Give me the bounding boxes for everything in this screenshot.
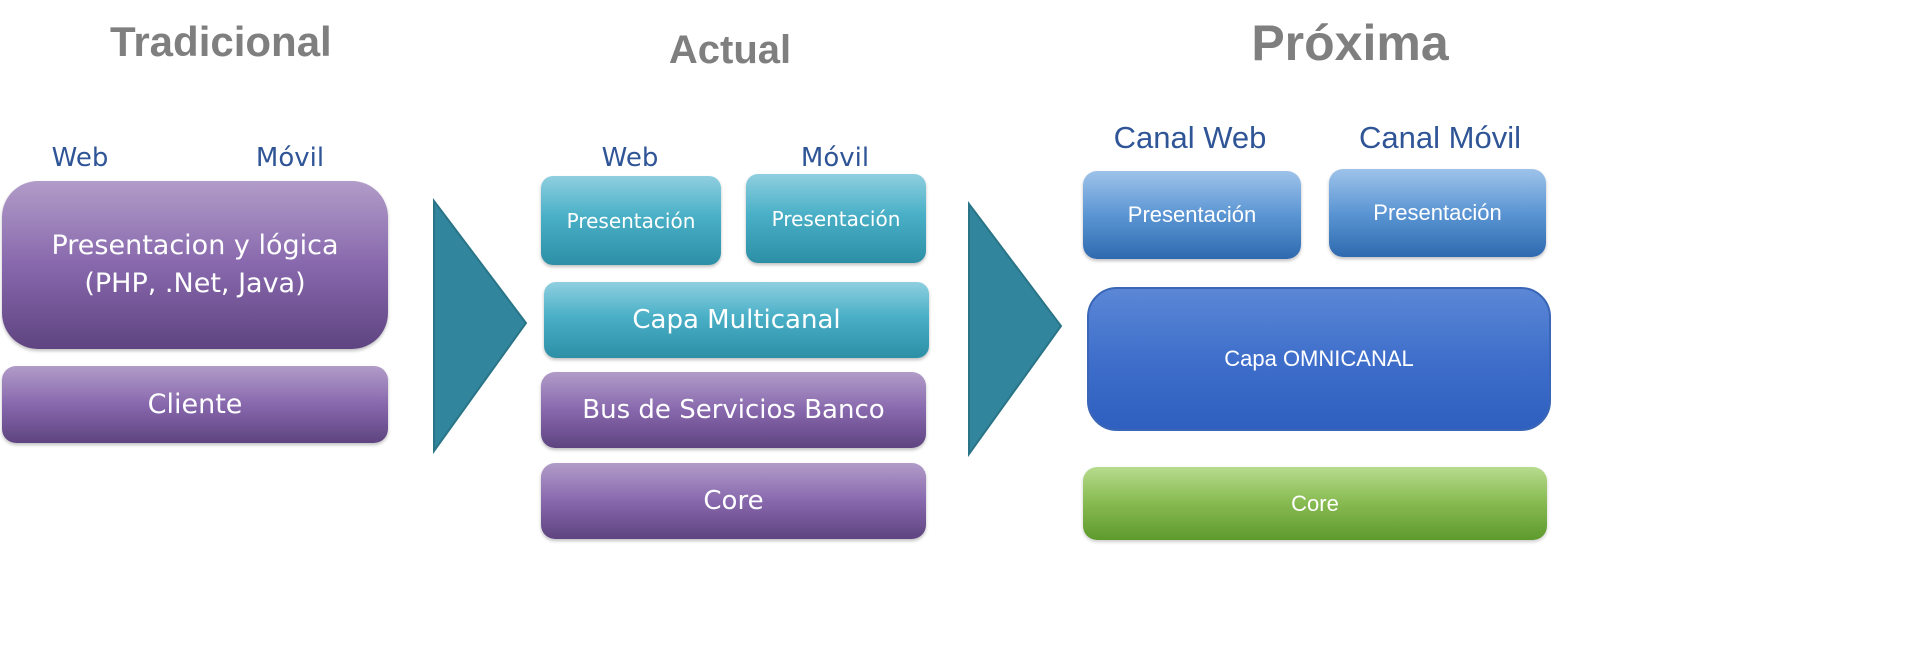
presentacion-movil-label-actual: Presentación bbox=[771, 206, 901, 231]
capa-omnicanal-box: Capa OMNICANAL bbox=[1087, 287, 1551, 431]
presentacion-web-label-actual: Presentación bbox=[566, 208, 696, 233]
core-label-actual: Core bbox=[703, 486, 764, 516]
capa-multicanal-label: Capa Multicanal bbox=[632, 305, 841, 335]
arrow-tradicional-to-actual bbox=[433, 198, 528, 455]
arrow-shape-2 bbox=[968, 201, 1063, 458]
bus-servicios-box: Bus de Servicios Banco bbox=[541, 372, 926, 448]
title-proxima: Próxima bbox=[1251, 15, 1449, 71]
arrow-actual-to-proxima bbox=[968, 201, 1063, 458]
core-box-actual: Core bbox=[541, 463, 926, 539]
capa-omnicanal-label: Capa OMNICANAL bbox=[1224, 346, 1414, 371]
bus-servicios-label: Bus de Servicios Banco bbox=[582, 395, 885, 425]
cliente-label: Cliente bbox=[147, 389, 243, 420]
label-movil-tradicional: Móvil bbox=[255, 143, 325, 173]
presentacion-movil-label-proxima: Presentación bbox=[1373, 200, 1502, 225]
label-web-tradicional: Web bbox=[51, 143, 109, 173]
title-tradicional: Tradicional bbox=[110, 18, 332, 65]
title-actual: Actual bbox=[668, 28, 792, 72]
core-label-proxima: Core bbox=[1291, 490, 1339, 516]
capa-multicanal-box: Capa Multicanal bbox=[544, 282, 929, 358]
presentacion-movil-box-proxima: Presentación bbox=[1329, 169, 1546, 257]
label-canal-movil: Canal Móvil bbox=[1359, 120, 1521, 155]
cliente-box: Cliente bbox=[2, 366, 388, 443]
presentacion-movil-box-actual: Presentación bbox=[746, 174, 926, 263]
presentation-logic-box: Presentacion y lógica (PHP, .Net, Java) bbox=[2, 181, 388, 349]
label-canal-web: Canal Web bbox=[1113, 120, 1267, 155]
presentacion-web-box-actual: Presentación bbox=[541, 176, 721, 265]
label-movil-actual: Móvil bbox=[800, 143, 870, 173]
presentation-logic-label: Presentacion y lógica (PHP, .Net, Java) bbox=[51, 230, 339, 299]
presentacion-web-label-proxima: Presentación bbox=[1127, 202, 1257, 227]
core-box-proxima: Core bbox=[1083, 467, 1547, 540]
label-web-actual: Web bbox=[601, 143, 659, 173]
presentacion-web-box-proxima: Presentación bbox=[1083, 171, 1301, 259]
arrow-shape-1 bbox=[433, 198, 528, 455]
